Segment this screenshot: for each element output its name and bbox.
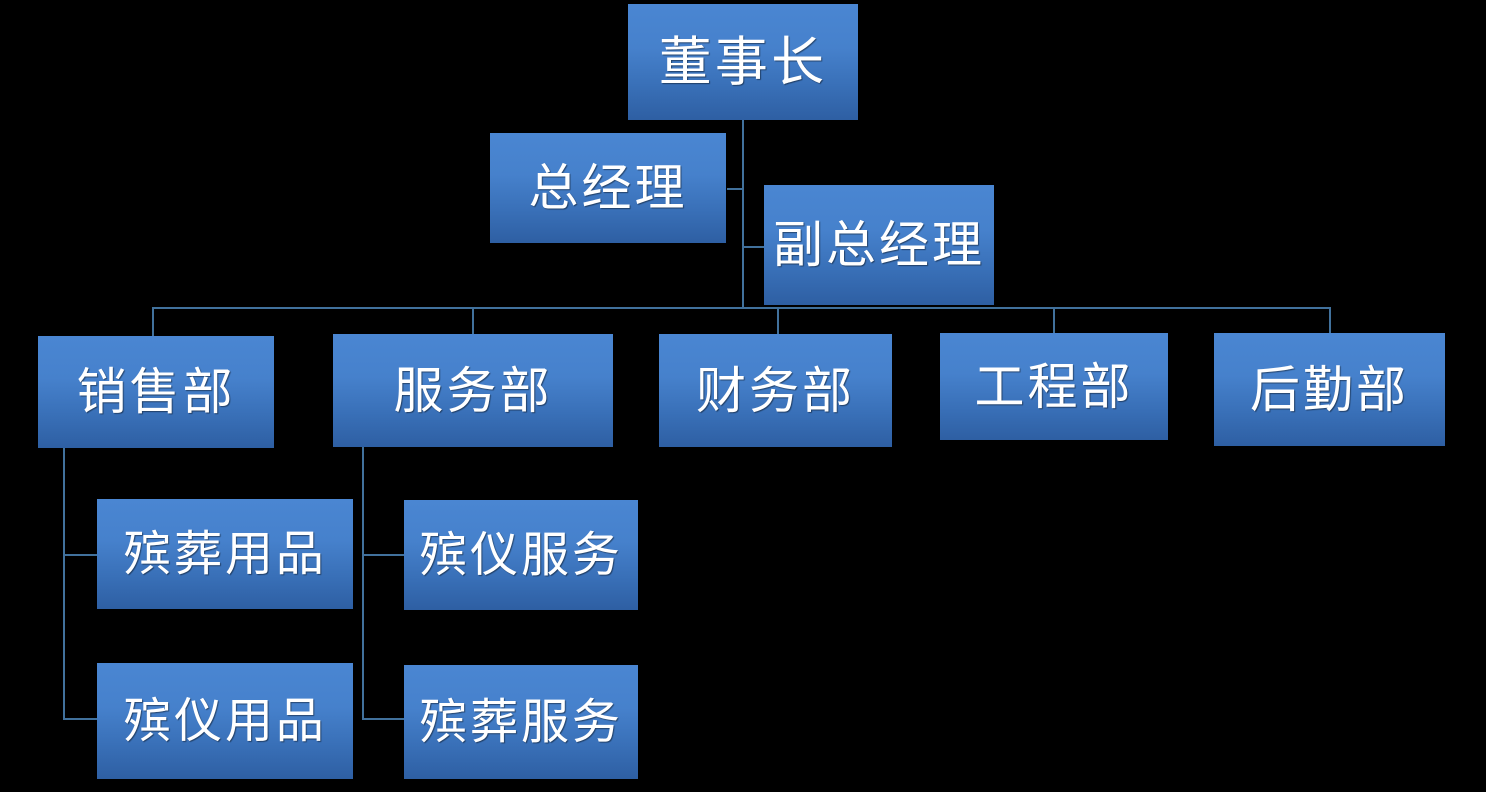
node-engineering-department[interactable]: 工程部 — [940, 333, 1168, 440]
connector-department-bus — [152, 307, 1330, 309]
connector-drop-sales — [152, 307, 154, 337]
node-deputy-general-manager[interactable]: 副总经理 — [764, 185, 994, 305]
connector-drop-engineering — [1053, 307, 1055, 334]
connector-chairman-trunk — [742, 119, 744, 309]
connector-sales-spine — [63, 448, 65, 719]
node-chairman[interactable]: 董事长 — [628, 4, 858, 120]
connector-drop-service — [472, 307, 474, 334]
connector-chairman-dgm — [742, 246, 764, 248]
node-sales-department[interactable]: 销售部 — [38, 336, 274, 448]
connector-chairman-gm — [727, 188, 743, 190]
connector-drop-finance — [777, 307, 779, 335]
node-funeral-supplies[interactable]: 殡葬用品 — [97, 499, 353, 609]
connector-sales-ceremony-supplies — [63, 718, 98, 720]
node-service-department[interactable]: 服务部 — [333, 334, 613, 447]
node-logistics-department[interactable]: 后勤部 — [1214, 333, 1445, 446]
node-ceremony-supplies[interactable]: 殡仪用品 — [97, 663, 353, 779]
node-general-manager[interactable]: 总经理 — [490, 133, 726, 243]
node-ceremony-services[interactable]: 殡仪服务 — [404, 500, 638, 610]
node-finance-department[interactable]: 财务部 — [659, 334, 892, 447]
connector-service-spine — [362, 447, 364, 718]
connector-drop-logistics — [1329, 307, 1331, 334]
connector-sales-funeral-supplies — [63, 554, 98, 556]
connector-service-burial-services — [362, 718, 405, 720]
connector-service-ceremony-services — [362, 554, 405, 556]
node-burial-services[interactable]: 殡葬服务 — [404, 665, 638, 779]
